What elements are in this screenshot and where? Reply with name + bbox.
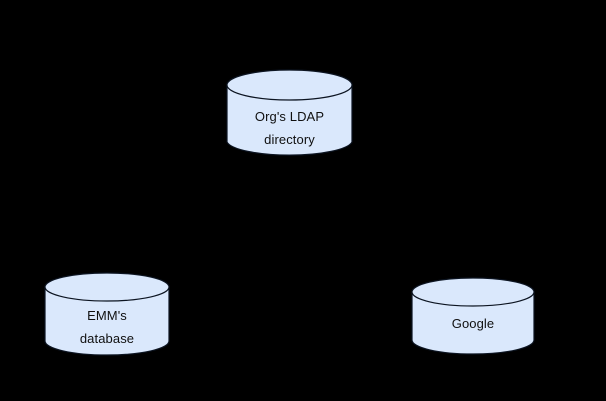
database-cylinder-icon: [44, 272, 170, 356]
node-google[interactable]: Google: [411, 277, 535, 355]
node-emm-database[interactable]: EMM's database: [44, 272, 170, 356]
database-cylinder-icon: [411, 277, 535, 355]
database-cylinder-icon: [226, 69, 353, 156]
node-ldap-directory[interactable]: Org's LDAP directory: [226, 69, 353, 158]
